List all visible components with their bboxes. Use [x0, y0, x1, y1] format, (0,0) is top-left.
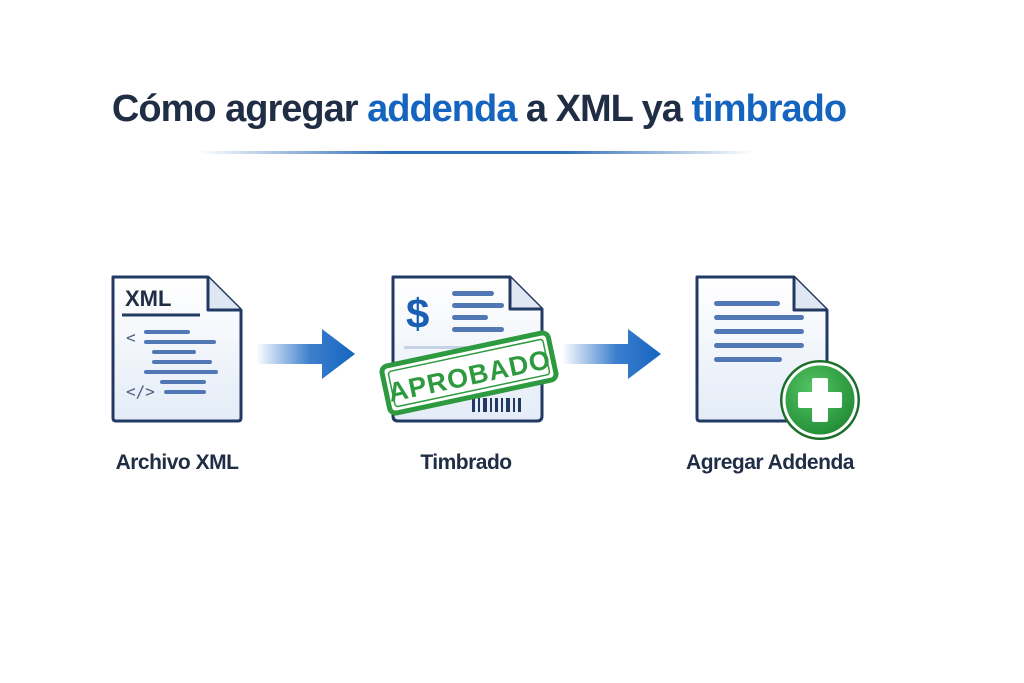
title-highlight-timbrado: timbrado — [691, 88, 848, 130]
xml-badge-text: XML — [125, 286, 171, 311]
plus-icon — [780, 360, 860, 440]
step-label-xml: Archivo XML — [115, 451, 239, 474]
barcode — [472, 398, 521, 412]
svg-text:</>: </> — [126, 382, 155, 401]
xml-file-icon: XML < </> — [111, 275, 243, 423]
document-add-icon — [695, 275, 860, 440]
title-part-1: Cómo agregar — [111, 88, 368, 130]
title-underline — [198, 151, 754, 154]
arrow-right-icon — [256, 329, 355, 379]
page-title: Cómo agregar addenda a XML ya timbrado — [0, 88, 958, 131]
title-part-2: a XML ya — [516, 88, 692, 130]
step-label-agregar-addenda: Agregar Addenda — [686, 451, 854, 474]
stamped-invoice-icon: $ APROBADO — [379, 275, 559, 423]
arrow-right-icon — [562, 329, 661, 379]
dollar-sign: $ — [406, 290, 429, 337]
title-highlight-addenda: addenda — [367, 88, 517, 130]
step-label-timbrado: Timbrado — [420, 451, 512, 474]
svg-text:<: < — [126, 328, 136, 347]
